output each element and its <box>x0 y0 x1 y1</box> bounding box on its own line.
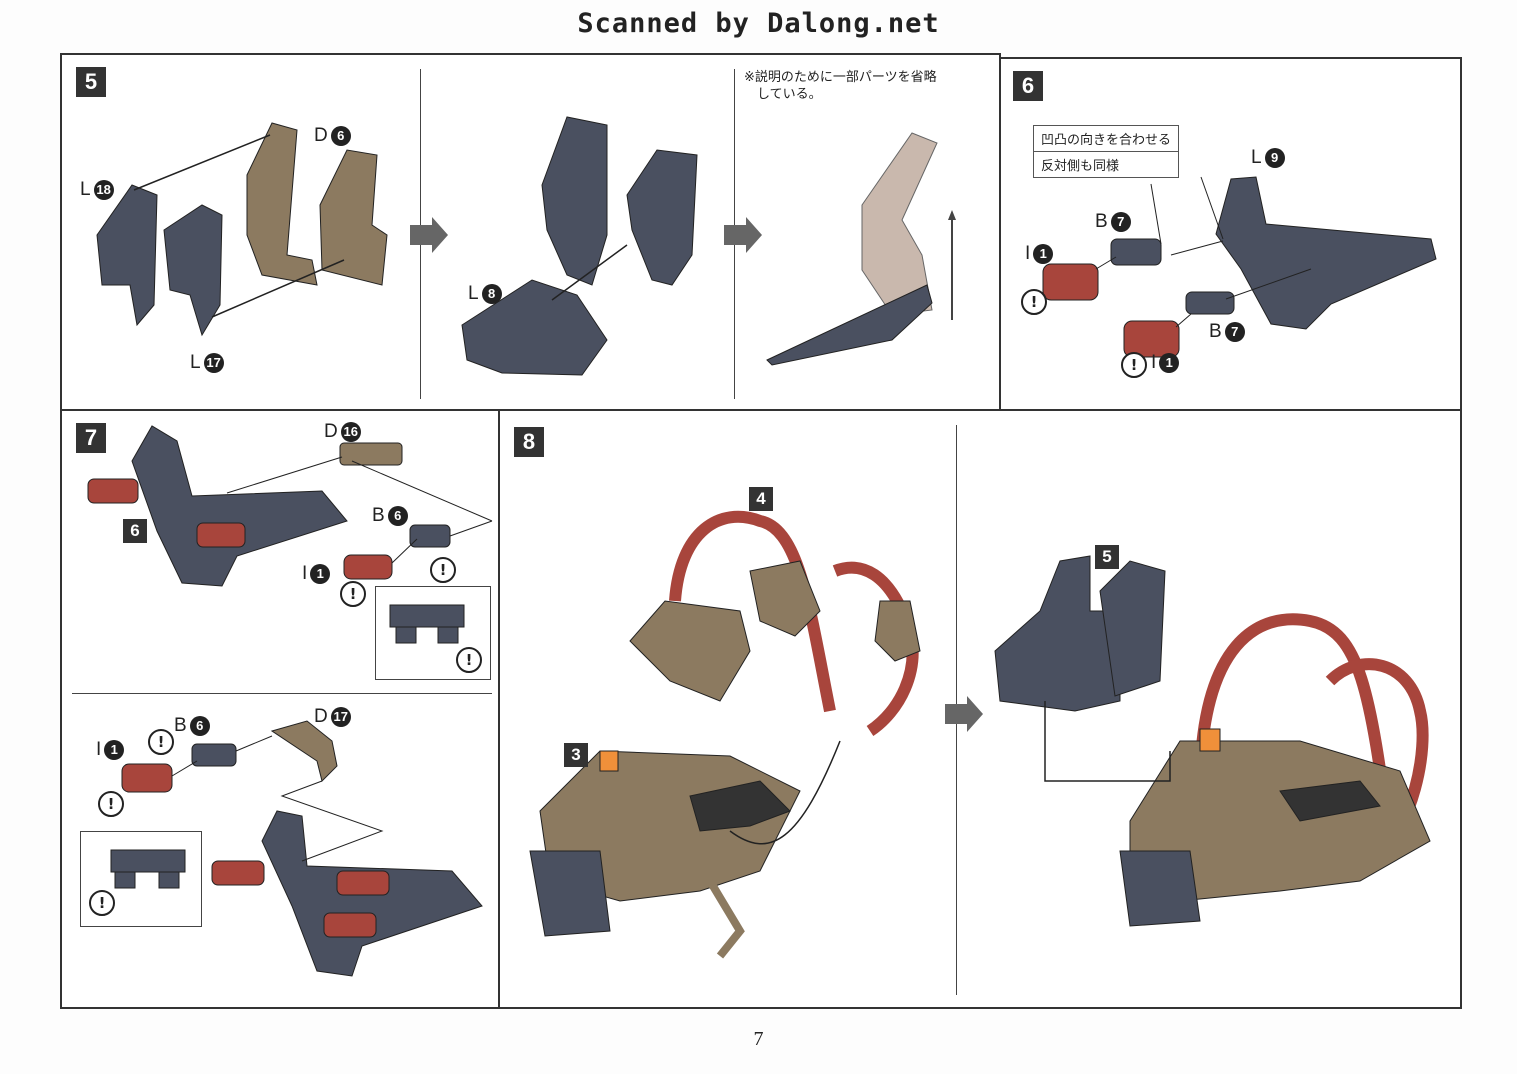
page-number: 7 <box>753 1028 764 1050</box>
warning-icon: ! <box>148 729 174 755</box>
arrow-right-icon <box>724 217 762 253</box>
part-i1-a <box>343 554 393 580</box>
part-d16 <box>339 442 403 466</box>
step-8-illustration <box>529 510 1431 959</box>
assembly-6 <box>131 425 348 587</box>
warning-icon: ! <box>1021 289 1047 315</box>
reference-tag: 5 <box>1095 545 1119 569</box>
step-6-illustration <box>1042 176 1437 358</box>
reference-tag: 4 <box>749 487 773 511</box>
part-upper-right <box>626 149 698 286</box>
part-d6-left <box>246 122 318 286</box>
part-l8 <box>461 279 608 376</box>
step-5-illustration <box>96 116 956 376</box>
part-b6-b <box>191 743 237 767</box>
step-number: 8 <box>514 427 544 457</box>
callout-line: 凹凸の向きを合わせる <box>1041 133 1172 148</box>
part-l18 <box>96 184 158 327</box>
part-i1-b <box>1123 320 1180 358</box>
omission-note: ※説明のために一部パーツを省略 している。 <box>744 70 937 102</box>
detail-zoom-box: ! <box>375 586 491 680</box>
part-l17 <box>163 204 223 337</box>
warning-icon: ! <box>1121 352 1147 378</box>
step-number: 6 <box>1013 71 1043 101</box>
part-outline <box>861 132 938 316</box>
step-number: 7 <box>76 423 106 453</box>
part-i1-b <box>121 763 173 793</box>
arrow-right-icon <box>945 696 983 732</box>
part-i1-a <box>1042 263 1099 301</box>
arrow-right-icon <box>410 217 448 253</box>
reference-tag: 3 <box>564 743 588 767</box>
part-b7-b <box>1185 291 1235 315</box>
callout-line: 反対側も同様 <box>1034 151 1179 177</box>
part-l9 <box>1215 176 1437 330</box>
red-frame <box>669 510 836 713</box>
part-d17 <box>270 720 338 782</box>
reference-tag: 6 <box>123 519 147 543</box>
warning-icon: ! <box>340 581 366 607</box>
warning-icon: ! <box>430 557 456 583</box>
warning-icon: ! <box>98 791 124 817</box>
part-base <box>766 284 933 366</box>
instruction-callout: 凹凸の向きを合わせる 反対側も同様 <box>1033 125 1180 178</box>
part-upper-left <box>541 116 608 286</box>
step-8-panel: 8 4 3 5 <box>498 409 1462 1009</box>
step-7-illustration <box>87 425 493 977</box>
part-b7-a <box>1110 238 1162 266</box>
part-d6-right <box>319 149 388 286</box>
warning-icon: ! <box>456 647 482 673</box>
detail-zoom-box: ! <box>80 831 202 927</box>
part-b6-a <box>409 524 451 548</box>
warning-icon: ! <box>89 890 115 916</box>
step-number: 5 <box>76 67 106 97</box>
divider <box>72 693 492 694</box>
page-header: Scanned by Dalong.net <box>577 8 940 39</box>
